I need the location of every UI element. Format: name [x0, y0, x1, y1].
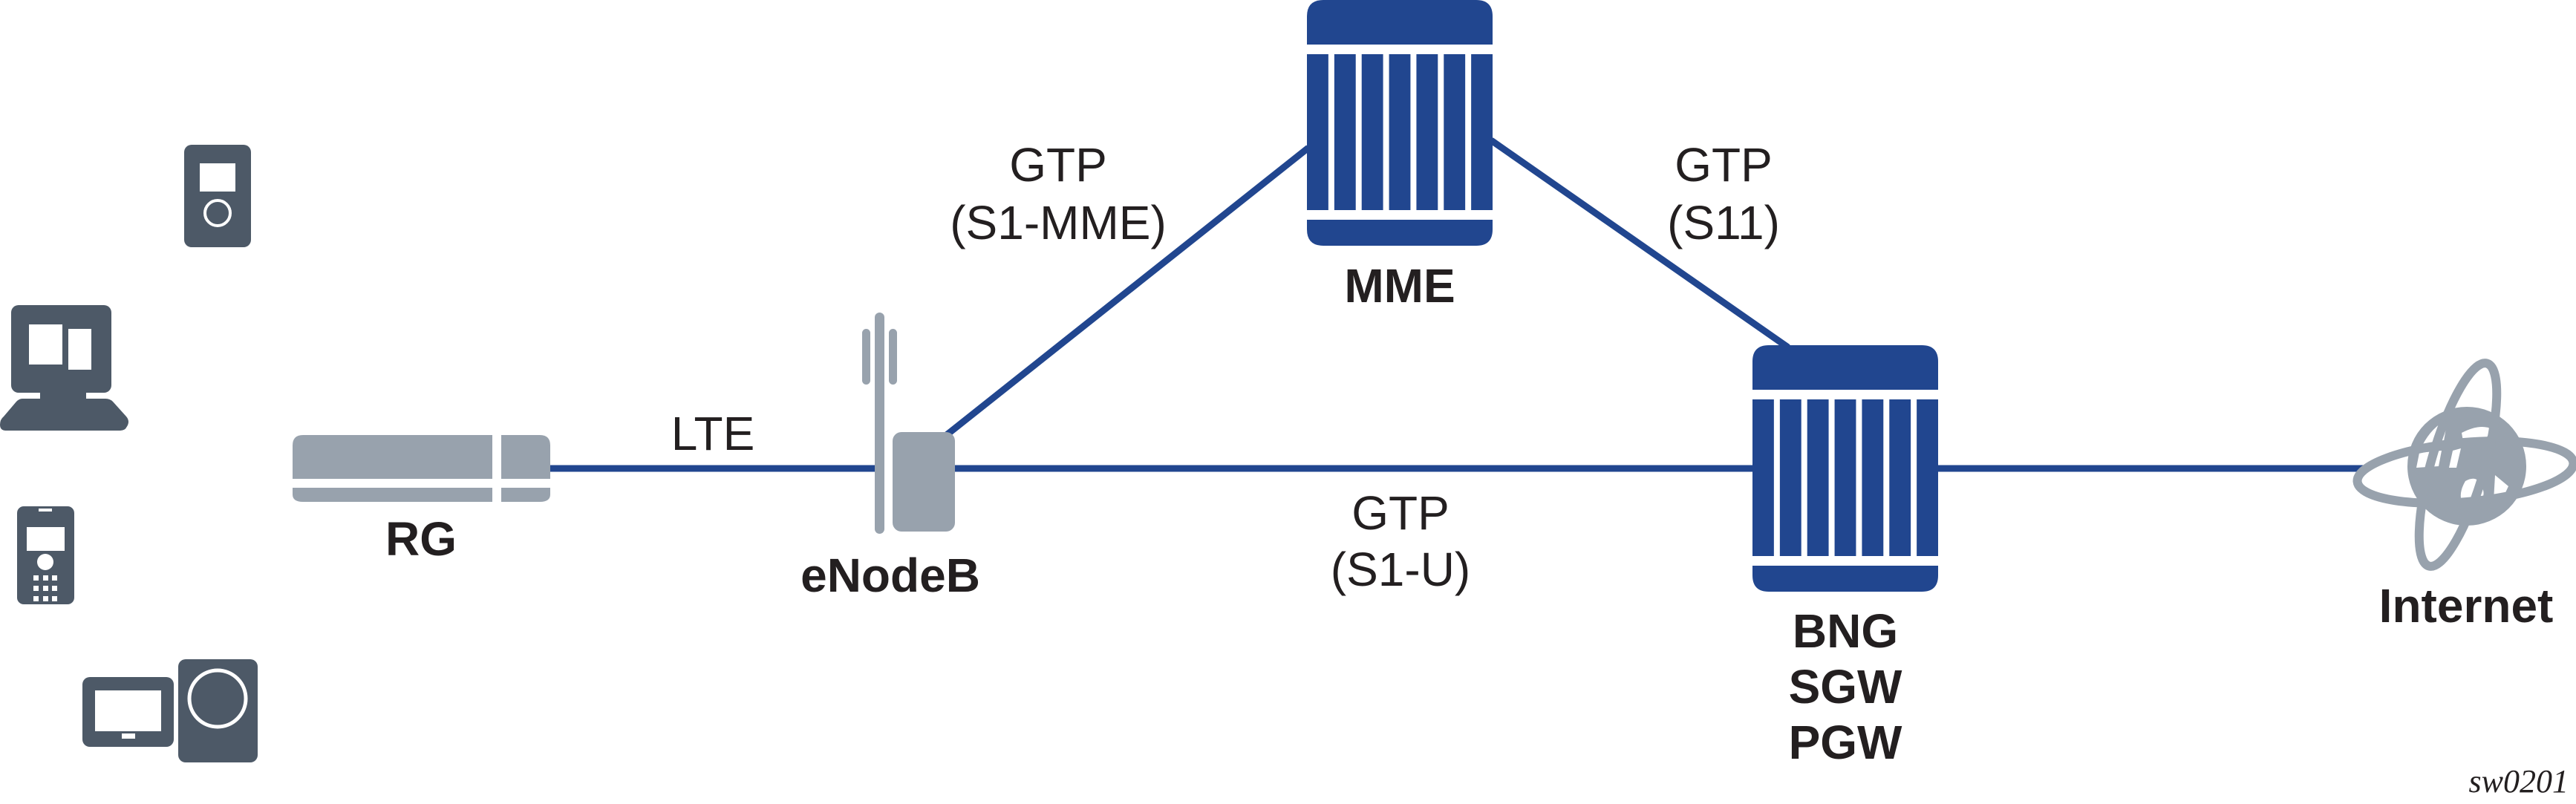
node-mme[interactable]: MME: [1307, 0, 1493, 313]
server-rack-icon: [1752, 345, 1938, 592]
rack-slat: [1416, 54, 1438, 210]
gateway-label-sgw: SGW: [1789, 660, 1902, 713]
rack-bottom-band: [1307, 220, 1493, 246]
residential-gateway-icon: [293, 435, 550, 502]
rack-slat: [1889, 399, 1911, 556]
links: [550, 137, 2369, 472]
desktop-computer-icon: [0, 305, 128, 431]
s1-u-label-interface: (S1-U): [1331, 543, 1470, 596]
rack-bottom-band: [1752, 566, 1938, 592]
s1-mme-label-interface: (S1-MME): [950, 196, 1167, 249]
rack-slat: [1752, 399, 1774, 556]
link-s11: [1489, 137, 1790, 350]
s1-u-label-protocol: GTP: [1351, 486, 1450, 540]
speaker-icon: [178, 659, 258, 762]
enodeb-label: eNodeB: [800, 549, 980, 602]
figure-id: sw0201: [2469, 763, 2569, 800]
mme-label: MME: [1344, 259, 1455, 313]
node-internet[interactable]: Internet: [2352, 356, 2576, 633]
node-enodeb[interactable]: eNodeB: [800, 313, 980, 602]
rg-label: RG: [385, 512, 457, 566]
globe-icon: [2352, 359, 2576, 571]
rack-slat: [1334, 54, 1356, 210]
internet-label: Internet: [2379, 579, 2554, 633]
rack-top-band: [1307, 0, 1493, 45]
node-rg[interactable]: RG: [293, 435, 550, 566]
gateway-label-bng: BNG: [1793, 604, 1898, 658]
tablet-icon: [82, 677, 174, 747]
s11-label-protocol: GTP: [1675, 138, 1773, 192]
link-labels: LTE GTP (S1-MME) GTP (S11) GTP (S1-U): [671, 138, 1780, 596]
server-rack-icon: [1307, 0, 1493, 246]
rack-slat: [1471, 54, 1493, 210]
gateway-label-pgw: PGW: [1789, 716, 1902, 769]
rack-slat: [1779, 399, 1801, 556]
rack-top-band: [1752, 345, 1938, 390]
rack-slat: [1361, 54, 1383, 210]
mp3-player-icon: [184, 145, 251, 247]
lte-label: LTE: [671, 407, 755, 460]
end-devices: [0, 145, 258, 762]
rack-slat: [1862, 399, 1884, 556]
rack-slat: [1389, 54, 1411, 210]
cell-tower-icon: [862, 313, 955, 534]
rack-slat: [1917, 399, 1938, 556]
mobile-phone-icon: [17, 506, 74, 604]
link-s1-mme: [942, 145, 1311, 439]
s11-label-interface: (S11): [1667, 196, 1780, 249]
rack-slat: [1834, 399, 1856, 556]
rack-slat: [1444, 54, 1466, 210]
rack-slat: [1307, 54, 1328, 210]
node-gateway[interactable]: BNG SGW PGW: [1752, 345, 1938, 769]
s1-mme-label-protocol: GTP: [1009, 138, 1107, 192]
rack-slat: [1807, 399, 1829, 556]
